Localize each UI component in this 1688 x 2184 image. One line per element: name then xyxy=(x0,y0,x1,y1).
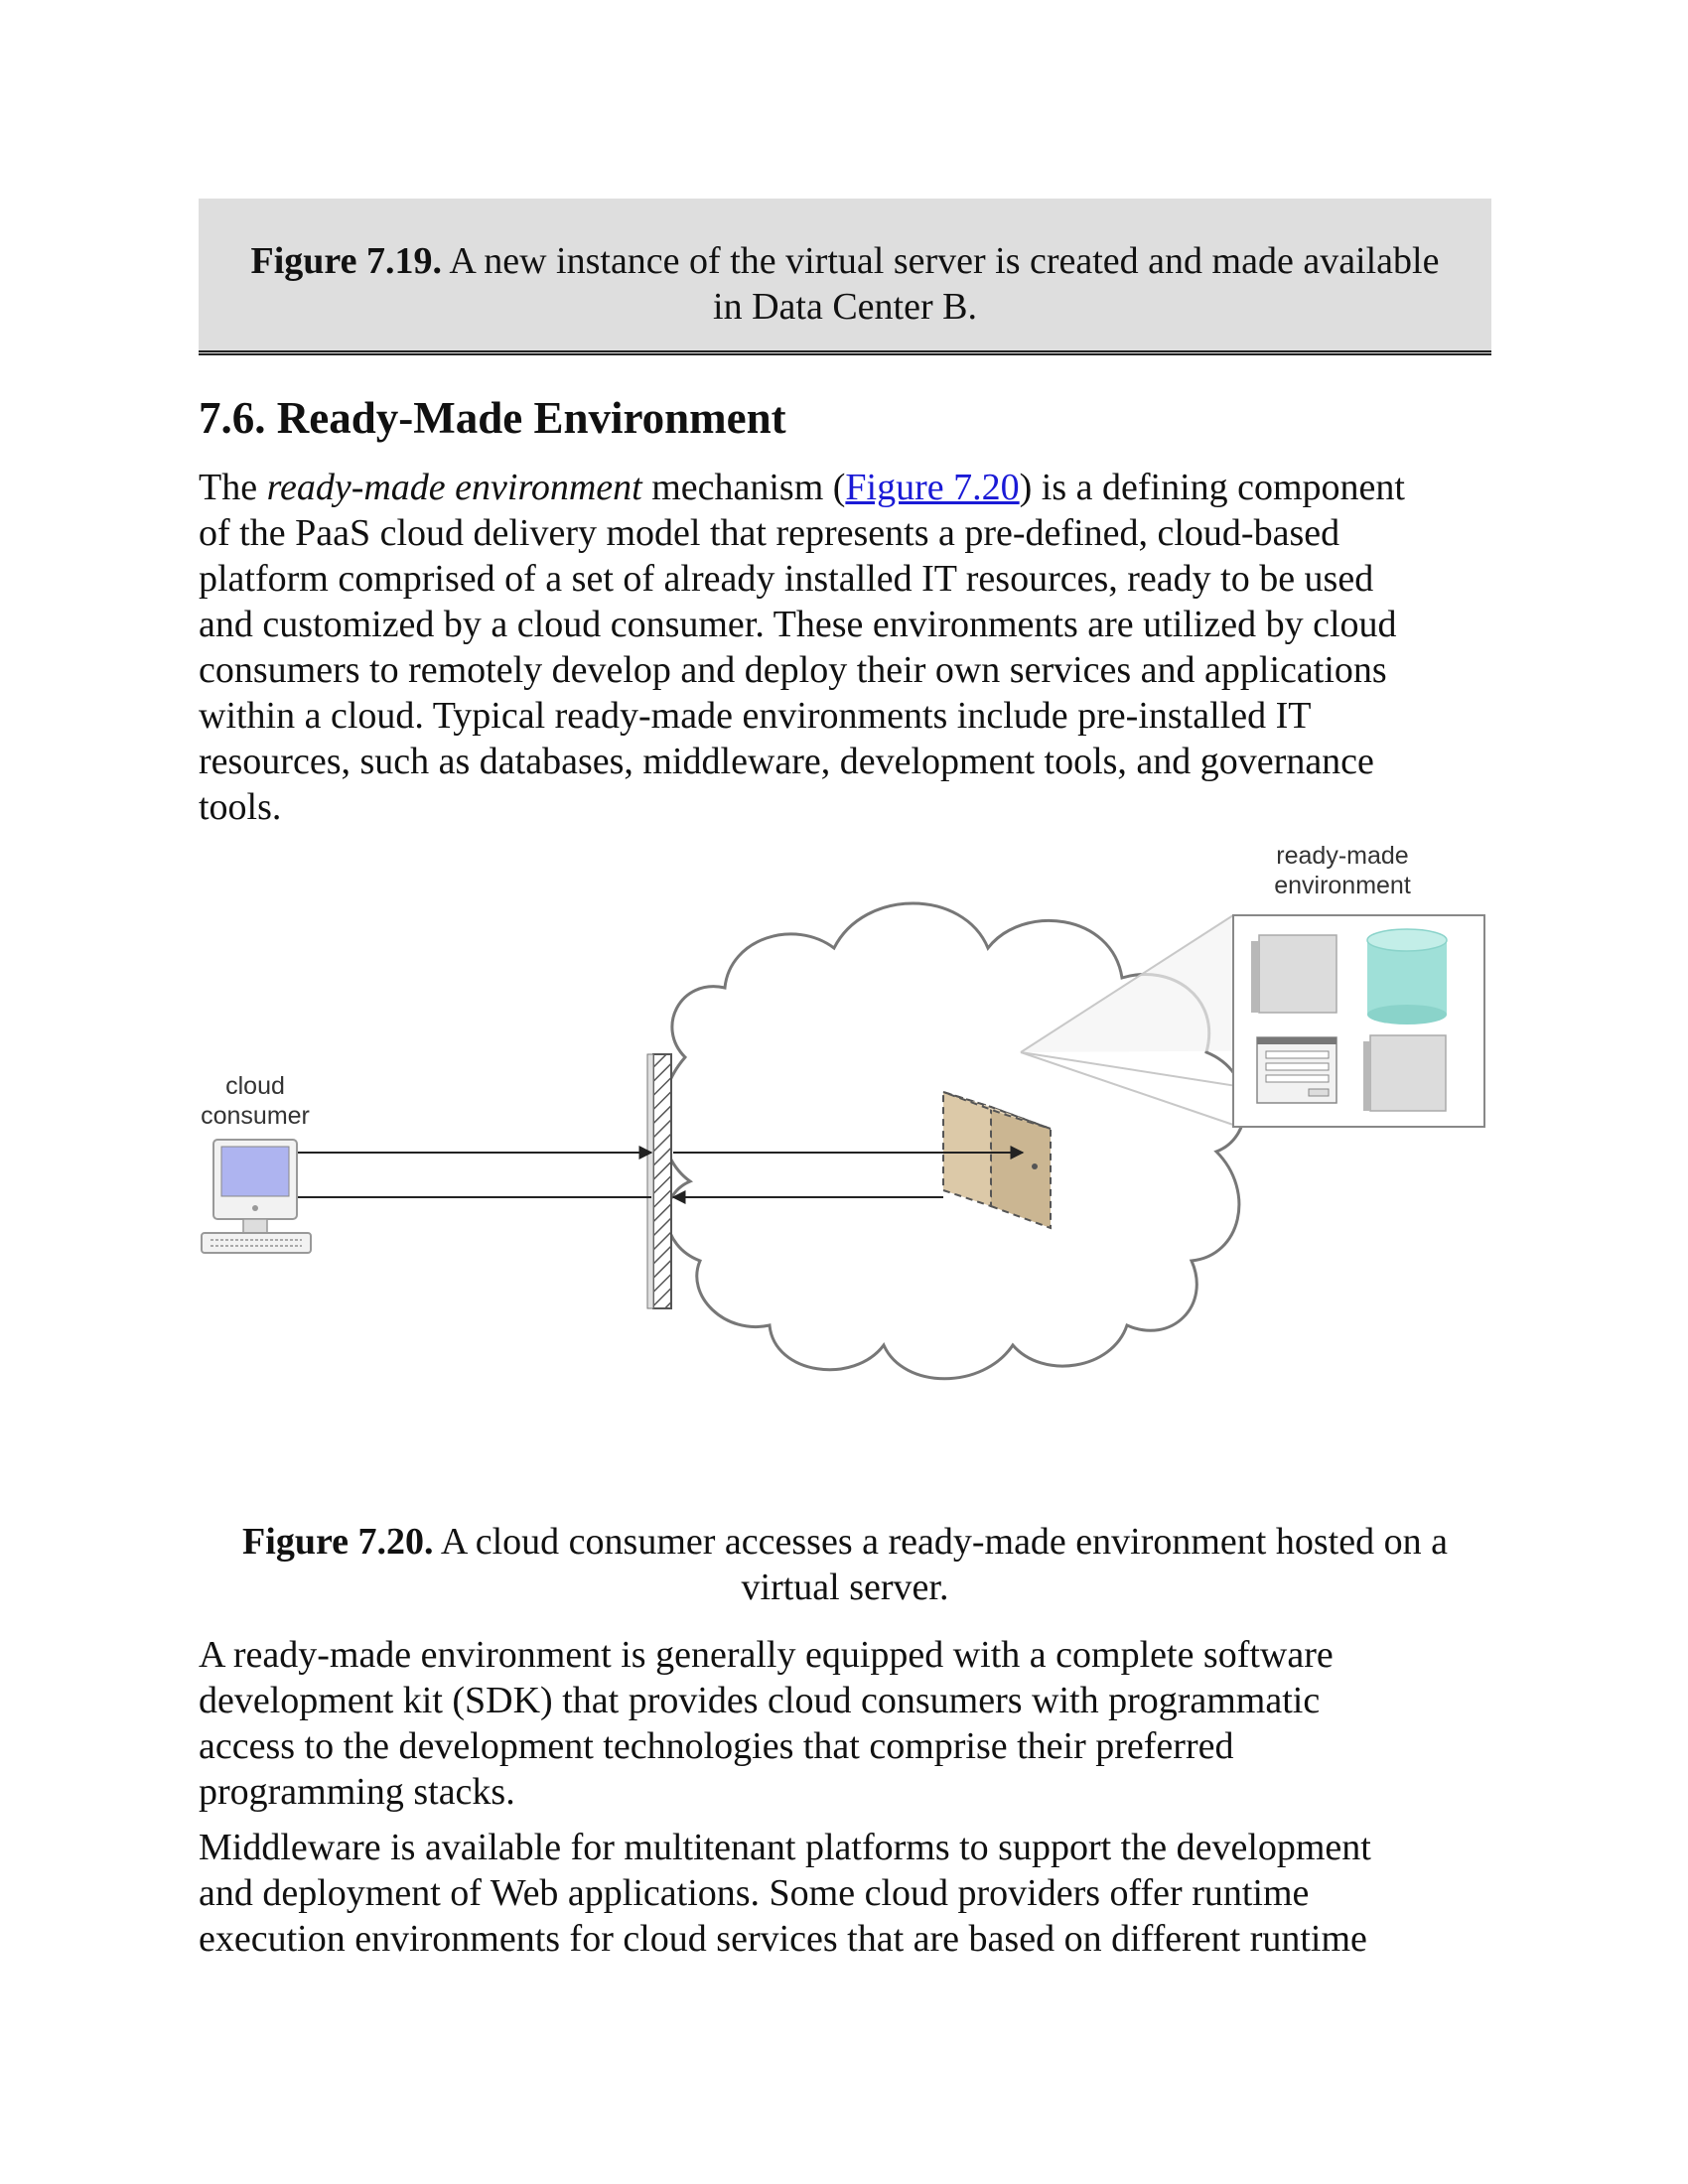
para1-pre: The xyxy=(199,467,267,508)
development-tool-window-icon xyxy=(1256,1036,1337,1104)
figure-7-19-text-line1: A new instance of the virtual server is … xyxy=(441,240,1440,282)
projection-line-2 xyxy=(1020,1051,1234,1126)
firewall-icon xyxy=(646,1053,672,1309)
ready-made-environment-diagram: ready-made environment c xyxy=(201,842,1485,1381)
para2-line-1: development kit (SDK) that provides clou… xyxy=(199,1680,1321,1721)
paragraph-middleware: Middleware is available for multitenant … xyxy=(199,1825,1491,1962)
para2-line-3: programming stacks. xyxy=(199,1771,515,1813)
database-icon xyxy=(1366,928,1448,1024)
para1-line-1: of the PaaS cloud delivery model that re… xyxy=(199,512,1340,554)
figure-7-20-text-line2: virtual server. xyxy=(741,1567,949,1608)
para2-line-2: access to the development technologies t… xyxy=(199,1725,1234,1767)
para1-line-4: consumers to remotely develop and deploy… xyxy=(199,649,1387,691)
para1-line-2: platform comprised of a set of already i… xyxy=(199,558,1374,600)
env-label-line2: environment xyxy=(1274,872,1411,899)
figure-7-20-text-line1: A cloud consumer accesses a ready-made e… xyxy=(433,1521,1448,1563)
para3-line-1: and deployment of Web applications. Some… xyxy=(199,1872,1310,1914)
para1-mid: mechanism ( xyxy=(641,467,846,508)
virtual-server-icon xyxy=(942,1090,1052,1230)
paragraph-sdk: A ready-made environment is generally eq… xyxy=(199,1632,1491,1815)
figure-7-19-caption-box: Figure 7.19. A new instance of the virtu… xyxy=(199,199,1491,355)
para1-line-0: ) is a defining component xyxy=(1019,467,1405,508)
cloud-consumer-computer-icon xyxy=(201,1139,312,1254)
para1-term: ready-made environment xyxy=(266,467,642,508)
para1-line-3: and customized by a cloud consumer. Thes… xyxy=(199,604,1397,645)
para1-line-5: within a cloud. Typical ready-made envir… xyxy=(199,695,1312,737)
consumer-label-line1: cloud xyxy=(225,1072,285,1100)
para1-line-7: tools. xyxy=(199,786,282,828)
figure-7-19-caption: Figure 7.19. A new instance of the virtu… xyxy=(199,238,1491,330)
para1-line-6: resources, such as databases, middleware… xyxy=(199,741,1374,782)
it-resource-box-icon xyxy=(1251,934,1337,1014)
env-label-line1: ready-made xyxy=(1276,842,1408,870)
figure-7-20-link[interactable]: Figure 7.20 xyxy=(845,467,1020,508)
consumer-label-line2: consumer xyxy=(201,1102,310,1130)
para3-line-2: execution environments for cloud service… xyxy=(199,1918,1367,1960)
section-heading: 7.6. Ready-Made Environment xyxy=(199,393,786,443)
figure-7-20-label: Figure 7.20. xyxy=(242,1521,434,1563)
paragraph-ready-made-intro: The ready-made environment mechanism (Fi… xyxy=(199,465,1491,830)
figure-7-19-label: Figure 7.19. xyxy=(250,240,442,282)
figure-7-19-text-line2: in Data Center B. xyxy=(713,286,977,328)
para3-line-0: Middleware is available for multitenant … xyxy=(199,1827,1371,1868)
middleware-box-icon xyxy=(1363,1034,1447,1112)
projection-line-1 xyxy=(1020,914,1234,1053)
para2-line-0: A ready-made environment is generally eq… xyxy=(199,1634,1334,1676)
figure-7-20-caption: Figure 7.20. A cloud consumer accesses a… xyxy=(199,1519,1491,1610)
